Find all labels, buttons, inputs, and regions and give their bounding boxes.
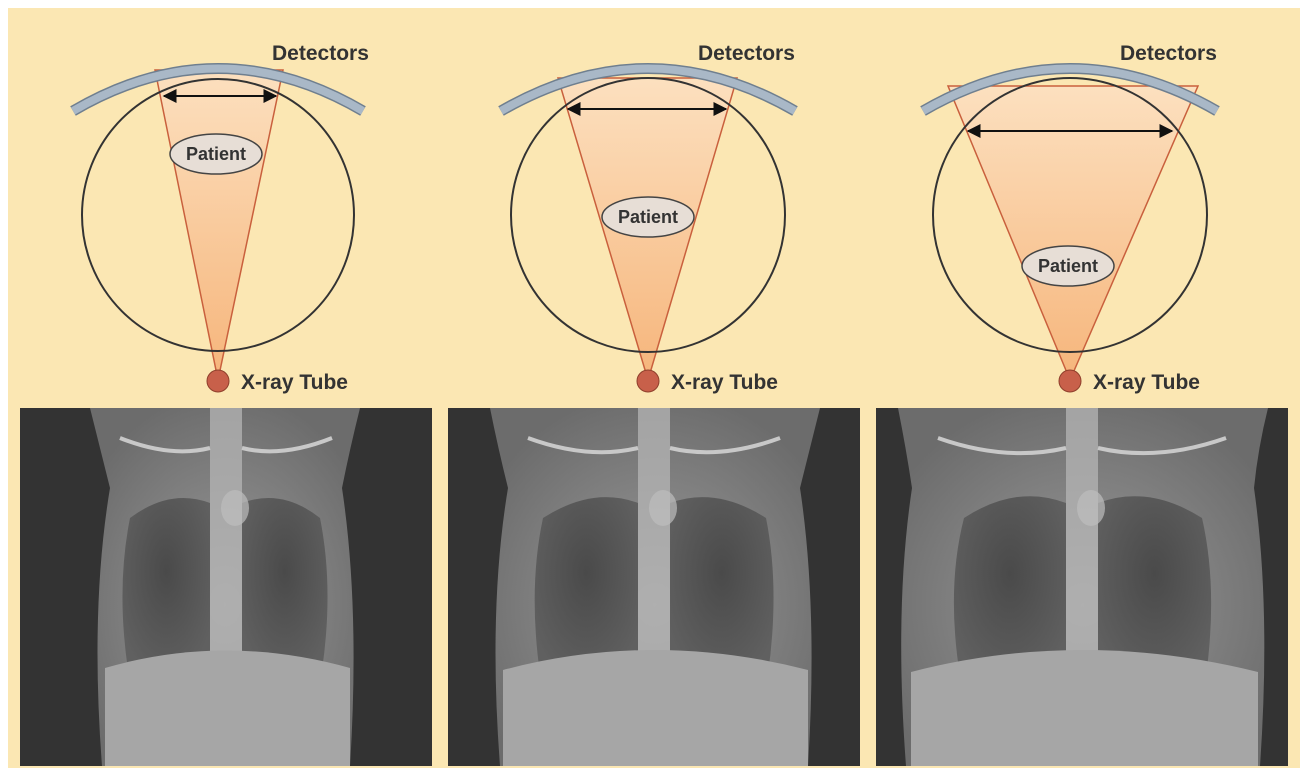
patient-label: Patient [186,144,246,164]
patient-label: Patient [618,207,678,227]
geometry-panel-2: Patient Detectors X-ray Tube [501,42,795,394]
xray-image-3 [876,408,1288,766]
detectors-label: Detectors [272,42,369,65]
chest-radiograph-wide [876,408,1288,766]
detectors-label: Detectors [698,42,795,65]
geometry-panel-1: Patient Detectors X-ray Tube [73,42,369,394]
detectors-label: Detectors [1120,42,1217,65]
xray-tube-label: X-ray Tube [671,371,778,394]
xray-tube-icon [1059,370,1081,392]
chest-radiograph-medium [448,408,860,766]
xray-tube-icon [207,370,229,392]
xray-image-1 [20,408,432,766]
xray-tube-icon [637,370,659,392]
geometry-panel-3: Patient Detectors X-ray Tube [923,42,1217,394]
xray-image-2 [448,408,860,766]
geometry-diagrams: Patient Detectors X-ray Tube Patient Det… [8,8,1300,408]
patient-label: Patient [1038,256,1098,276]
chest-radiograph-narrow [20,408,432,766]
xray-tube-label: X-ray Tube [1093,371,1200,394]
figure: Patient Detectors X-ray Tube Patient Det… [8,8,1300,768]
xray-beam [155,70,283,380]
xray-tube-label: X-ray Tube [241,371,348,394]
